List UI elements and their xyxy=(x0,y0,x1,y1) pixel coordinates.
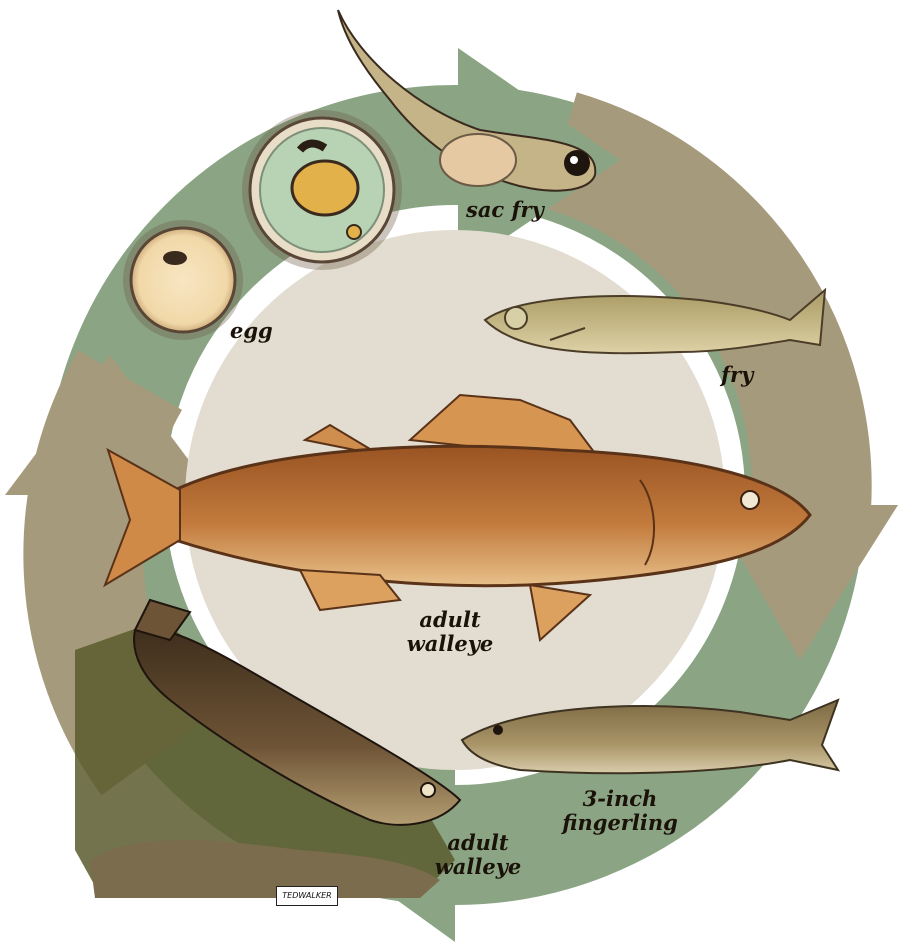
label-adult-walleye-center-line1: adult xyxy=(419,607,481,632)
label-fingerling-line1: 3-inch xyxy=(583,786,658,811)
label-adult-walleye-bottom-line1: adult xyxy=(447,830,509,855)
egg-illustration xyxy=(123,220,243,340)
artist-signature: TEDWALKER xyxy=(276,886,338,906)
egg-embryo-illustration xyxy=(242,110,402,270)
label-fry: fry xyxy=(719,362,755,387)
label-sac-fry: sac fry xyxy=(465,197,546,222)
label-fingerling-line2: fingerling xyxy=(560,810,678,835)
label-egg: egg xyxy=(230,318,273,343)
label-adult-walleye-center-line2: walleye xyxy=(407,631,494,656)
label-adult-walleye-bottom-line2: walleye xyxy=(435,854,522,879)
